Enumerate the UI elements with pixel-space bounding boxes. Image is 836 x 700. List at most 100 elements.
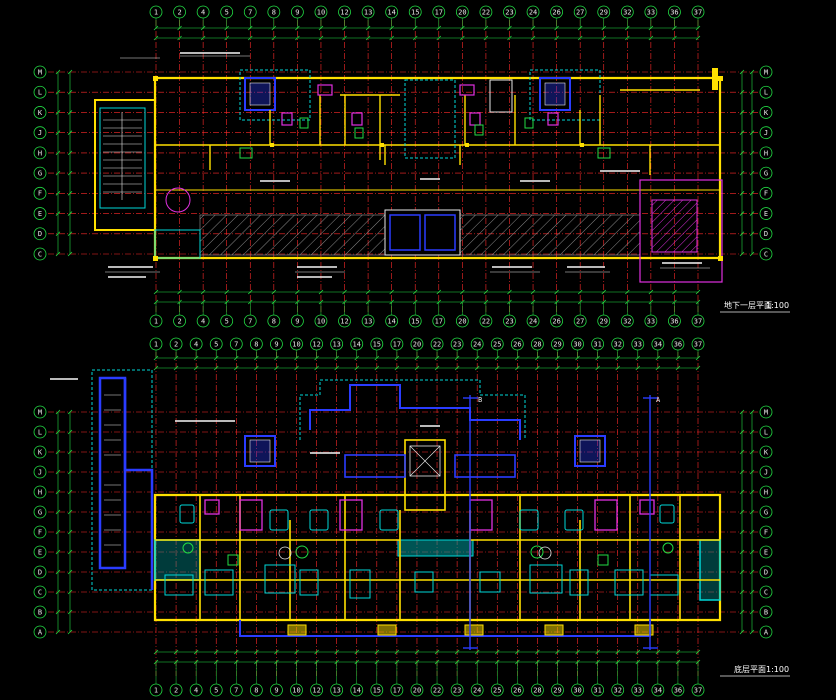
axis-bubble-label: 36 xyxy=(674,686,682,694)
axis-bubble-row: G xyxy=(759,505,773,519)
axis-bubble-label: 9 xyxy=(274,340,278,348)
axis-bubble-col: 22 xyxy=(479,314,493,328)
ground-axis-bubbles: 1122445577889910101212131314141515171720… xyxy=(33,337,773,697)
axis-bubble-col: 20 xyxy=(410,337,424,351)
axis-bubble-label: 23 xyxy=(453,686,461,694)
axis-bubble-col: 22 xyxy=(430,683,444,697)
core-right xyxy=(539,77,571,111)
axis-bubble-label: 24 xyxy=(529,317,537,325)
axis-bubble-label: H xyxy=(764,149,768,157)
axis-bubble-col: 37 xyxy=(691,5,705,19)
axis-bubble-col: 8 xyxy=(267,5,281,19)
axis-bubble-row: E xyxy=(33,207,47,220)
axis-bubble-col: 1 xyxy=(149,337,163,351)
axis-bubble-label: 36 xyxy=(670,8,678,16)
axis-bubble-label: 12 xyxy=(340,317,348,325)
axis-bubble-col: 13 xyxy=(361,314,375,328)
axis-bubble-col: 14 xyxy=(350,683,364,697)
axis-bubble-label: 26 xyxy=(513,340,521,348)
axis-bubble-label: 31 xyxy=(593,340,601,348)
axis-bubble-col: 1 xyxy=(149,683,163,697)
axis-bubble-row: E xyxy=(33,545,47,559)
axis-bubble-label: 23 xyxy=(505,8,513,16)
axis-bubble-col: 34 xyxy=(651,683,665,697)
axis-bubble-col: 14 xyxy=(385,5,399,19)
axis-bubble-col: 33 xyxy=(644,5,658,19)
axis-bubble-label: 28 xyxy=(533,686,541,694)
axis-bubble-col: 17 xyxy=(432,314,446,328)
basement-title: 地下一层平面 xyxy=(724,300,772,310)
axis-bubble-label: G xyxy=(38,508,42,516)
axis-bubble-col: 15 xyxy=(408,314,422,328)
axis-bubble-label: E xyxy=(764,548,768,556)
axis-bubble-col: 17 xyxy=(390,683,404,697)
axis-bubble-label: 37 xyxy=(694,340,702,348)
axis-bubble-label: 14 xyxy=(353,686,361,694)
axis-bubble-col: 22 xyxy=(430,337,444,351)
axis-bubble-label: 17 xyxy=(435,317,443,325)
axis-bubble-row: F xyxy=(33,525,47,539)
axis-bubble-row: L xyxy=(33,85,47,99)
basement-axis-bubbles: 1122445577889910101212131314141515171720… xyxy=(33,5,773,328)
axis-bubble-row: C xyxy=(33,585,47,599)
axis-bubble-row: K xyxy=(33,445,47,459)
axis-bubble-col: 24 xyxy=(470,337,484,351)
axis-bubble-row: A xyxy=(759,625,773,639)
axis-bubble-label: 13 xyxy=(364,317,372,325)
axis-bubble-label: 14 xyxy=(387,317,395,325)
axis-bubble-row: H xyxy=(33,146,47,160)
axis-bubble-label: 8 xyxy=(254,686,258,694)
stair-tower xyxy=(98,376,127,570)
axis-bubble-label: 9 xyxy=(274,686,278,694)
axis-bubble-col: 31 xyxy=(591,337,605,351)
axis-bubble-col: 4 xyxy=(196,314,210,328)
axis-bubble-label: H xyxy=(38,488,42,496)
axis-bubble-label: 15 xyxy=(373,340,381,348)
axis-bubble-col: 28 xyxy=(531,337,544,351)
axis-bubble-row: F xyxy=(33,186,47,200)
axis-bubble-col: 15 xyxy=(370,337,384,351)
axis-bubble-label: 37 xyxy=(694,686,702,694)
axis-bubble-row: F xyxy=(759,525,773,539)
axis-bubble-label: 9 xyxy=(295,8,299,16)
axis-bubble-label: L xyxy=(38,428,42,436)
axis-bubble-label: 33 xyxy=(647,317,655,325)
axis-bubble-label: D xyxy=(764,568,768,576)
axis-bubble-label: 27 xyxy=(576,317,584,325)
axis-bubble-label: L xyxy=(38,89,42,97)
axis-bubble-col: 8 xyxy=(249,337,263,351)
axis-bubble-col: 23 xyxy=(450,337,464,351)
axis-bubble-label: D xyxy=(38,230,42,238)
axis-bubble-row: D xyxy=(759,565,773,579)
axis-bubble-label: 2 xyxy=(174,340,178,348)
axis-bubble-label: 34 xyxy=(654,686,662,694)
axis-bubble-label: 17 xyxy=(435,8,443,16)
axis-bubble-label: 32 xyxy=(613,686,621,694)
axis-bubble-label: 13 xyxy=(332,340,340,348)
ground-structure xyxy=(50,369,722,650)
axis-bubble-col: 8 xyxy=(267,314,281,328)
axis-bubble-col: 2 xyxy=(173,314,186,328)
axis-bubble-row: L xyxy=(33,425,47,439)
axis-bubble-row: C xyxy=(759,585,773,599)
axis-bubble-label: F xyxy=(764,190,768,198)
axis-bubble-col: 9 xyxy=(270,683,283,697)
axis-bubble-row: J xyxy=(33,465,47,479)
axis-bubble-label: 31 xyxy=(593,686,601,694)
axis-bubble-label: L xyxy=(764,89,768,97)
axis-bubble-label: M xyxy=(38,68,42,76)
axis-bubble-col: 12 xyxy=(310,683,323,697)
axis-bubble-col: 37 xyxy=(691,314,705,328)
axis-bubble-label: 10 xyxy=(292,340,300,348)
axis-bubble-label: 23 xyxy=(453,340,461,348)
axis-bubble-label: J xyxy=(38,468,42,476)
axis-bubble-label: 37 xyxy=(694,8,702,16)
axis-bubble-col: 24 xyxy=(526,314,540,328)
axis-bubble-label: 26 xyxy=(513,686,521,694)
axis-bubble-col: 8 xyxy=(249,683,263,697)
axis-bubble-label: 28 xyxy=(533,340,541,348)
axis-bubble-col: 29 xyxy=(551,337,564,351)
axis-bubble-label: J xyxy=(764,129,768,137)
axis-bubble-label: 25 xyxy=(493,340,501,348)
